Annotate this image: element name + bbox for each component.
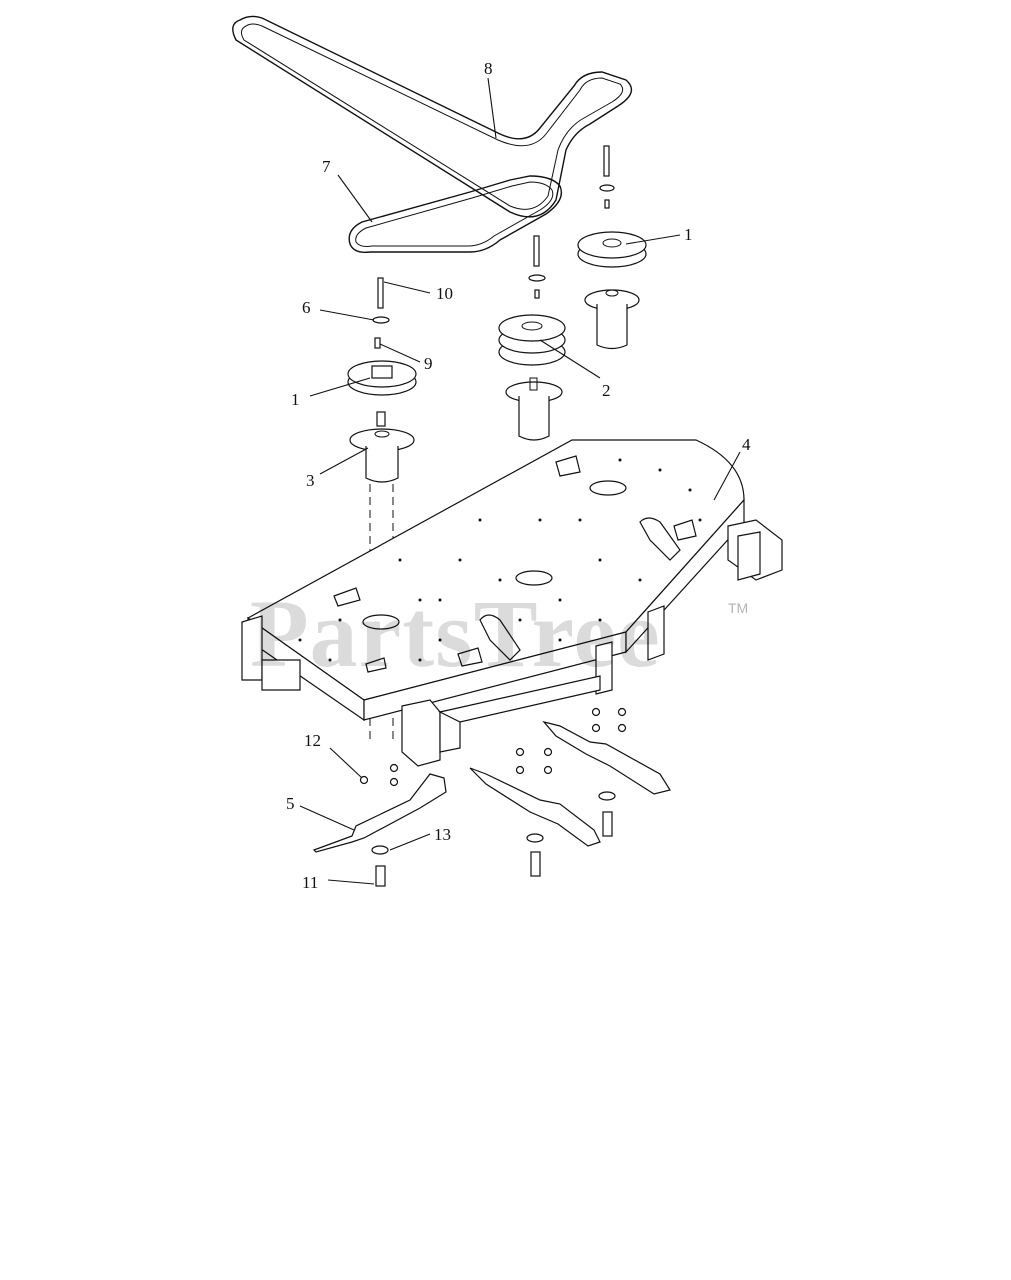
callout-12: 12 [304,731,321,750]
pulley-right-stack [577,145,647,350]
callout-10: 10 [436,284,453,303]
trademark-mark: TM [728,600,749,616]
leader-lines [299,77,741,885]
callout-6: 6 [302,298,311,317]
callout-13: 13 [434,825,451,844]
callout-3: 3 [306,471,315,490]
callout-9: 9 [424,354,433,373]
mower-deck [241,439,783,767]
callout-11: 11 [302,873,318,892]
nuts [359,707,627,787]
callout-5: 5 [286,794,295,813]
blades [312,720,671,853]
callout-7: 7 [322,157,331,176]
deck-holes [298,458,702,662]
callout-4: 4 [742,435,751,454]
callout-2: 2 [602,381,611,400]
callout-1-left: 1 [291,390,300,409]
callout-1-right: 1 [684,225,693,244]
callout-labels: 8 7 1 10 6 9 1 2 3 4 12 5 13 11 [286,59,751,892]
pulley-double-stack [498,235,566,441]
washers-bolts [371,791,616,887]
belt-upper [232,15,633,218]
belt-lower [348,175,563,254]
callout-8: 8 [484,59,493,78]
